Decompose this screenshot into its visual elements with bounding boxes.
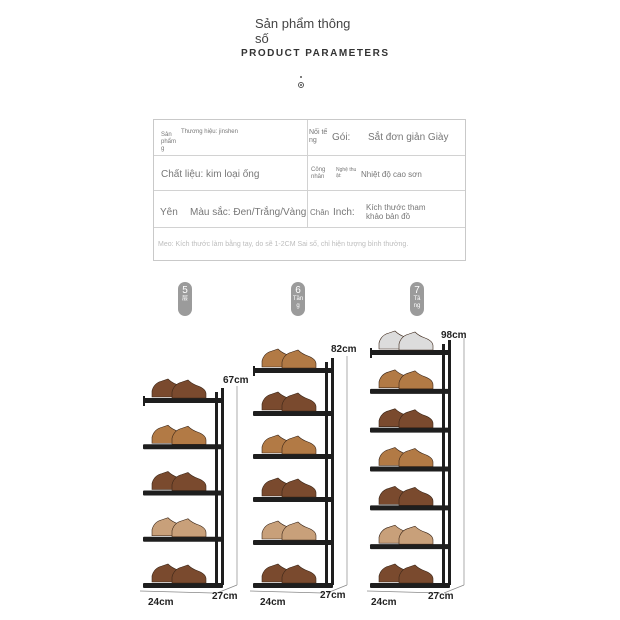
label-craft: Nghệ thu ật: <box>336 167 357 179</box>
rack-7-height: 98cm <box>441 330 467 341</box>
rack-shelf <box>143 444 223 450</box>
rack-post <box>325 362 328 585</box>
label-package: Nối tế ng <box>309 129 328 144</box>
rack-shelf <box>370 544 450 550</box>
craft-value: Nhiệt độ cao sơn <box>361 170 422 179</box>
rack-post <box>442 344 445 585</box>
brand-value: Thương hiệu: jinshen <box>181 129 238 135</box>
color-value: Màu sắc: Đen/Trắng/Vàng <box>190 207 307 218</box>
depth-dimension-line <box>216 584 238 594</box>
rack-shelf <box>253 368 333 373</box>
label-goi: Gói: <box>332 132 351 143</box>
tier-unit: 层 <box>181 296 188 302</box>
rack-6-width: 24cm <box>260 597 286 608</box>
tier-number: 6 <box>295 285 301 296</box>
rack-shelf <box>370 427 450 433</box>
rack-shelf <box>253 411 333 416</box>
label-inch: Inch: <box>333 207 355 218</box>
rack-shelf <box>253 583 333 588</box>
shoe-icon <box>281 521 317 541</box>
rack-5-height: 67cm <box>223 375 249 386</box>
shoe-icon <box>171 518 207 538</box>
rack-shelf <box>253 454 333 459</box>
shoe-icon <box>281 392 317 412</box>
table-row <box>154 155 465 191</box>
rack-shelf <box>143 398 223 403</box>
shoe-icon <box>281 564 317 584</box>
rack-5-width: 24cm <box>148 597 174 608</box>
table-row <box>154 190 465 228</box>
rack-shelf <box>143 583 223 588</box>
rack-shelf <box>253 497 333 502</box>
rack-shelf <box>143 536 223 542</box>
tier-number: 5 <box>182 285 188 296</box>
rack-5-depth: 27cm <box>212 591 238 602</box>
divider-dots <box>296 76 306 88</box>
rack-shelf <box>370 505 450 511</box>
tier-badge-5: 5 层 <box>178 282 192 316</box>
shoe-icon <box>281 349 317 369</box>
table-row <box>154 120 465 156</box>
tier-unit: Tầ ng <box>413 296 421 309</box>
shoe-icon <box>171 564 207 584</box>
shoe-icon <box>398 525 434 545</box>
rack-7-depth: 27cm <box>428 591 454 602</box>
shoe-icon <box>398 486 434 506</box>
tier-unit: Tần g <box>292 296 304 309</box>
width-dimension-line <box>139 590 214 594</box>
rack-shelf <box>253 540 333 545</box>
shoe-icon <box>281 478 317 498</box>
dot-ring <box>298 82 304 88</box>
rack-post <box>448 340 451 585</box>
parameter-table: Sản phẩm g Thương hiệu: jinshen Nối tế n… <box>153 119 466 261</box>
rack-shelf <box>370 350 450 355</box>
shoe-icon <box>171 379 207 399</box>
rack-7-width: 24cm <box>371 597 397 608</box>
shoe-icon <box>398 331 434 351</box>
rack-post <box>215 392 218 585</box>
rack-shelf <box>143 490 223 496</box>
package-value: Sắt đơn giản Giày <box>368 132 449 143</box>
rack-shelf <box>370 583 450 588</box>
label-product: Sản phẩm g <box>161 132 177 152</box>
tier-number: 7 <box>414 285 420 296</box>
tier-badge-6: 6 Tần g <box>291 282 305 316</box>
page-title-en: PRODUCT PARAMETERS <box>241 48 390 59</box>
shoe-icon <box>398 448 434 467</box>
shoe-icon <box>398 409 434 428</box>
rack-post <box>331 358 334 585</box>
rack-6-height: 82cm <box>331 344 357 355</box>
width-dimension-line <box>366 590 441 594</box>
shoe-icon <box>398 564 434 584</box>
width-dimension-line <box>249 590 324 594</box>
shoe-icon <box>398 370 434 390</box>
rack-shelf <box>370 466 450 472</box>
label-worker: Công nhân <box>311 167 326 180</box>
dot <box>300 76 302 78</box>
rack-post <box>221 388 224 585</box>
material-value: Chất liệu: kim loại ống <box>161 169 260 180</box>
page-title-vi: Sản phẩm thông số <box>255 16 351 46</box>
rack-shelf <box>370 388 450 394</box>
shoe-icon <box>281 435 317 455</box>
measurement-note: Meo: Kích thước làm bằng tay, do sẽ 1-2C… <box>158 241 409 248</box>
shoe-icon <box>171 425 207 445</box>
table-divider <box>307 120 308 227</box>
depth-dimension-line <box>326 584 348 594</box>
label-chan: Chân <box>310 208 330 217</box>
shoe-icon <box>171 472 207 491</box>
size-value: Kích thước tham khảo bản đồ <box>366 203 426 221</box>
tier-badge-7: 7 Tầ ng <box>410 282 424 316</box>
depth-dimension-line <box>443 584 465 594</box>
label-yen: Yên <box>160 207 178 218</box>
rack-6-depth: 27cm <box>320 590 346 601</box>
